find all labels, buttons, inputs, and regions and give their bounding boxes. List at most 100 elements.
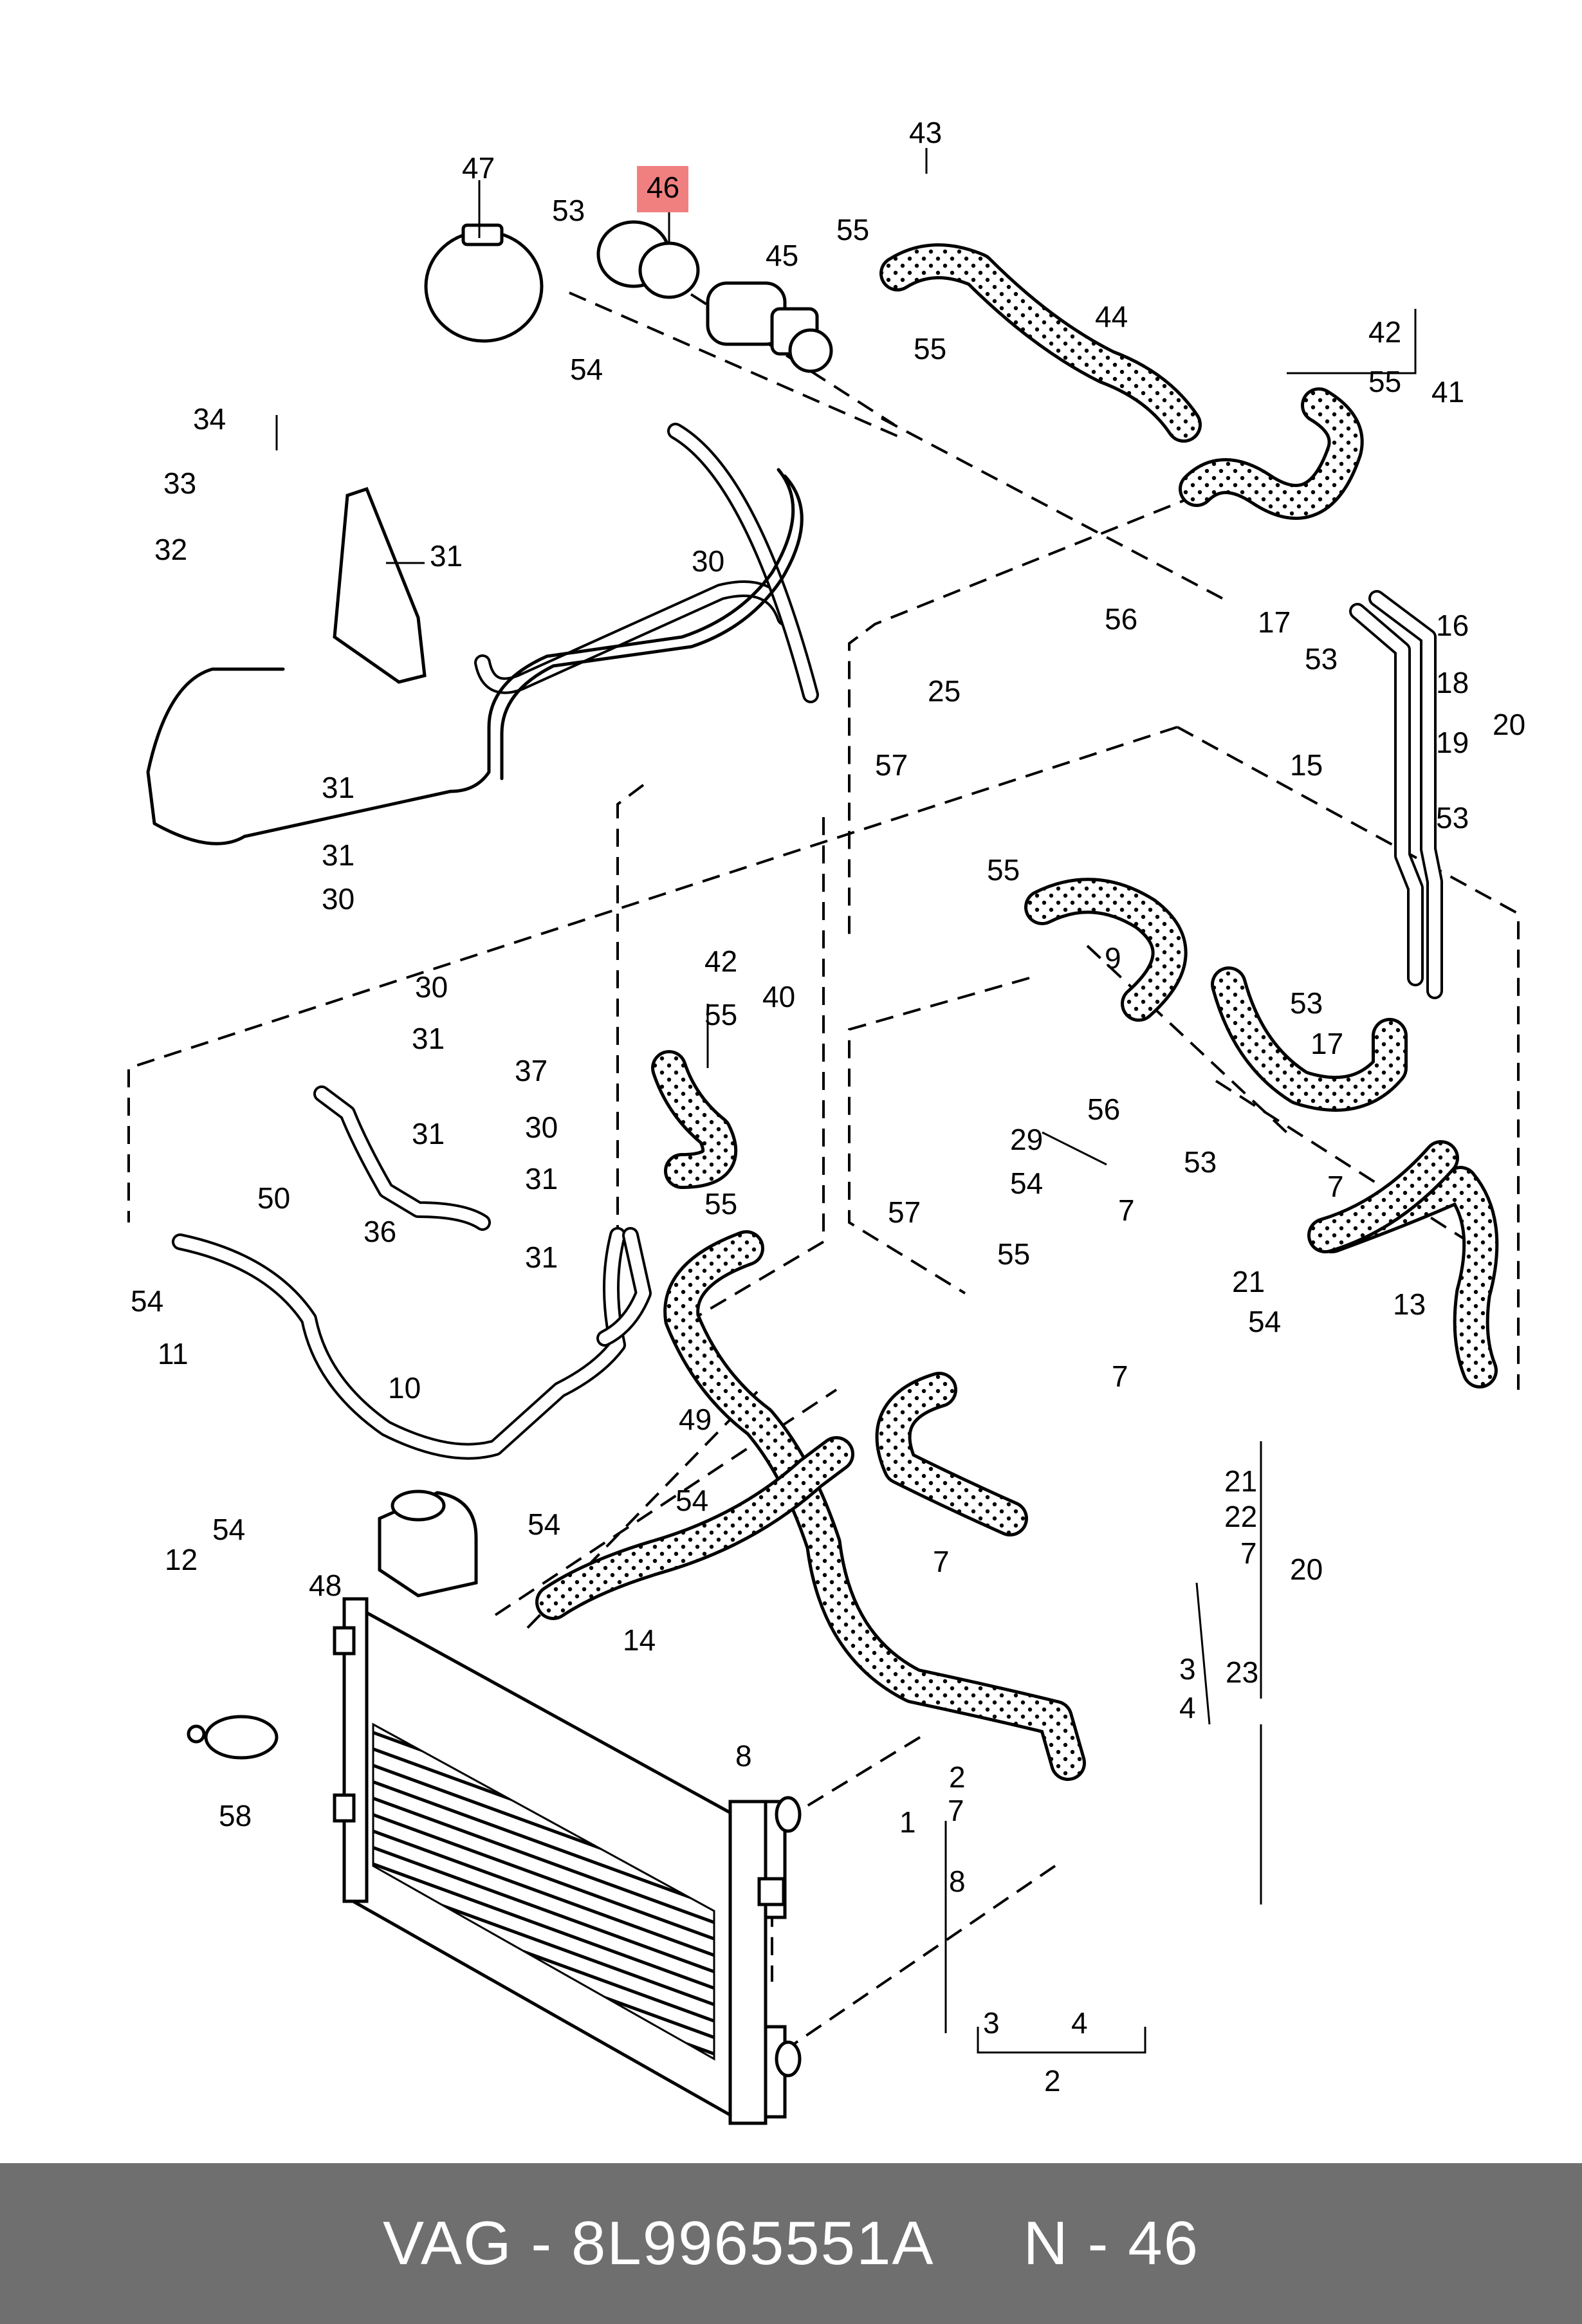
coolant-hoses — [535, 243, 1499, 1781]
callout-54e: 54 — [212, 1513, 245, 1546]
callout-55b: 55 — [914, 332, 946, 365]
reservoir-small — [378, 1489, 478, 1598]
callout-30b: 30 — [415, 970, 448, 1004]
callout-15: 15 — [1290, 748, 1323, 782]
callout-58: 58 — [219, 1799, 252, 1832]
callout-10: 10 — [388, 1371, 421, 1405]
callout-31d: 31 — [412, 1117, 445, 1150]
clip-58 — [187, 1715, 279, 1760]
callout-55a: 55 — [836, 213, 869, 246]
callout-46: 46 — [647, 171, 679, 204]
callout-7a: 7 — [1118, 1194, 1135, 1227]
callout-13: 13 — [1393, 1287, 1426, 1321]
callout-2b: 2 — [1044, 2064, 1061, 2098]
callout-31c: 31 — [412, 1022, 445, 1055]
footer-bar: VAG - 8L9965551A N - 46 — [0, 2163, 1582, 2324]
bracket-46 — [596, 220, 700, 299]
callout-29: 30 — [692, 544, 724, 578]
callout-labels: 47 46 43 53 55 45 44 55 54 42 55 41 34 3… — [131, 116, 1525, 2098]
part-number-caption: VAG - 8L9965551A N - 46 — [383, 2209, 1199, 2278]
callout-30c: 30 — [525, 1111, 558, 1144]
callout-21b: 21 — [1224, 1464, 1257, 1498]
callout-7c: 7 — [1112, 1360, 1128, 1393]
callout-55g: 55 — [704, 1187, 737, 1221]
callout-4a: 4 — [1179, 1691, 1196, 1724]
callout-32: 31 — [430, 539, 463, 573]
highlight-46 — [637, 166, 688, 212]
callout-53b: 53 — [1305, 642, 1338, 676]
callout-40: 40 — [762, 980, 795, 1013]
callout-9: 9 — [1105, 941, 1121, 975]
callout-56a: 56 — [1105, 602, 1137, 636]
callout-53e: 53 — [1184, 1145, 1217, 1179]
callout-28: 29 — [1010, 1123, 1043, 1156]
callout-56b: 56 — [1087, 1093, 1120, 1126]
callout-7b: 7 — [1327, 1170, 1344, 1203]
callout-31f: 31 — [525, 1240, 558, 1274]
dashed-leader-lines — [127, 263, 1520, 2060]
callout-55d: 55 — [987, 853, 1020, 887]
callout-34: 33 — [163, 466, 196, 500]
callout-48: 48 — [309, 1569, 342, 1602]
callout-54c: 54 — [1248, 1305, 1281, 1338]
callout-53a: 53 — [552, 194, 585, 227]
callout-16b: 17 — [1311, 1027, 1343, 1060]
callout-31b: 31 — [322, 838, 354, 872]
callout-22: 22 — [1224, 1500, 1257, 1533]
callout-42a: 42 — [1368, 315, 1401, 349]
callout-42b: 42 — [704, 945, 737, 978]
callout-54f: 54 — [528, 1508, 560, 1541]
callout-53c: 53 — [1436, 801, 1469, 835]
callout-23: 23 — [1226, 1655, 1258, 1689]
callout-20: 20 — [1290, 1553, 1323, 1586]
parts-diagram: 47 46 43 53 55 45 44 55 54 42 55 41 34 3… — [127, 116, 1525, 2125]
callout-25: 25 — [928, 674, 961, 708]
callout-30a: 30 — [322, 882, 354, 916]
callout-12: 12 — [165, 1543, 198, 1576]
pump-45 — [706, 281, 833, 373]
callout-7f: 7 — [948, 1794, 964, 1827]
callout-44: 44 — [1095, 300, 1128, 333]
callout-50: 49 — [679, 1403, 712, 1436]
callout-41: 41 — [1431, 375, 1464, 409]
callout-49: 50 — [257, 1181, 290, 1215]
callout-54d: 54 — [131, 1284, 163, 1318]
callout-16a: 16 — [1436, 609, 1469, 642]
callout-47: 47 — [462, 151, 495, 185]
callout-leaders — [275, 148, 1417, 2054]
callout-3a: 3 — [1179, 1652, 1196, 1686]
callout-36: 36 — [363, 1215, 396, 1248]
callout-31e: 31 — [525, 1162, 558, 1195]
callout-18: 19 — [1436, 726, 1469, 759]
callout-2a: 2 — [949, 1760, 966, 1794]
radiator — [333, 1597, 802, 2125]
callout-4b: 4 — [1071, 2006, 1088, 2040]
callout-8a: 8 — [735, 1739, 752, 1773]
callout-7d: 7 — [1240, 1536, 1257, 1570]
callout-8b: 8 — [949, 1865, 966, 1898]
pipes — [172, 423, 1443, 1460]
callout-14: 14 — [623, 1623, 656, 1657]
callout-33: 32 — [154, 533, 187, 566]
callout-31a: 31 — [322, 771, 354, 804]
expansion-tank-47 — [424, 223, 544, 343]
callout-17a: 17 — [1258, 605, 1291, 639]
callout-1: 1 — [899, 1805, 916, 1839]
callout-45: 45 — [766, 239, 798, 272]
callout-57b: 57 — [888, 1195, 921, 1229]
callout-17b: 18 — [1436, 666, 1469, 699]
callout-53d: 53 — [1290, 986, 1323, 1020]
callout-3b: 3 — [983, 2006, 1000, 2040]
callout-54b: 54 — [1010, 1167, 1043, 1200]
tube-29 — [146, 468, 804, 845]
callout-54a: 54 — [570, 353, 603, 386]
callout-54g: 54 — [676, 1484, 708, 1517]
callout-35: 34 — [193, 402, 226, 436]
callout-55e: 55 — [704, 998, 737, 1031]
callout-55f: 55 — [997, 1237, 1030, 1271]
callout-57a: 57 — [875, 748, 908, 782]
callout-43: 43 — [909, 116, 942, 149]
callout-55c: 55 — [1368, 365, 1401, 398]
callout-21a: 21 — [1232, 1265, 1265, 1298]
callout-11: 11 — [158, 1337, 189, 1370]
